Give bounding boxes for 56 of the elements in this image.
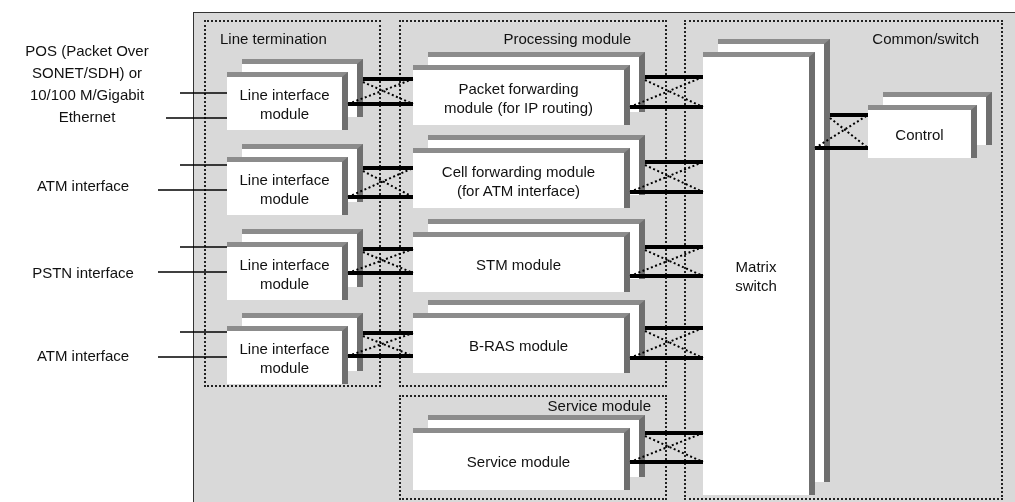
connector-line	[815, 146, 868, 150]
connector-line	[348, 271, 413, 275]
dotted-crossover-line	[644, 249, 704, 277]
connector-line	[348, 195, 413, 199]
dotted-crossover-line	[347, 78, 414, 105]
interface-label: ATM interface	[8, 345, 158, 367]
interface-line	[165, 117, 228, 119]
interface-line	[179, 164, 228, 166]
dotted-crossover-line	[347, 248, 414, 274]
module-group	[204, 20, 381, 387]
connector-line	[630, 274, 703, 278]
interface-label: PSTN interface	[8, 262, 158, 284]
group-title: Line termination	[220, 30, 327, 47]
module-group	[399, 395, 667, 500]
connector-line	[830, 113, 868, 117]
dotted-crossover-line	[347, 332, 414, 357]
connector-line	[363, 247, 413, 251]
connector-line	[645, 245, 703, 249]
connector-line	[645, 326, 703, 330]
group-title: Common/switch	[872, 30, 979, 47]
connector-line	[645, 75, 703, 79]
connector-line	[363, 331, 413, 335]
dotted-crossover-line	[629, 246, 704, 277]
dotted-crossover-line	[644, 164, 704, 193]
dotted-crossover-line	[362, 81, 414, 105]
module-group	[399, 20, 667, 387]
connector-line	[630, 356, 703, 360]
connector-line	[348, 102, 413, 106]
connector-line	[645, 431, 703, 435]
interface-line	[179, 331, 228, 333]
interface-line	[157, 271, 228, 273]
connector-line	[363, 77, 413, 81]
connector-line	[363, 166, 413, 170]
dotted-crossover-line	[629, 432, 704, 463]
interface-label: POS (Packet Over SONET/SDH) or 10/100 M/Gigabit Ethernet	[8, 40, 166, 128]
dotted-crossover-line	[644, 79, 704, 108]
dotted-crossover-line	[829, 117, 869, 149]
dotted-crossover-line	[347, 167, 414, 198]
connector-line	[630, 460, 703, 464]
connector-line	[630, 190, 703, 194]
group-title: Service module	[547, 397, 651, 414]
dotted-crossover-line	[362, 251, 414, 274]
dotted-crossover-line	[362, 335, 414, 357]
connector-line	[630, 105, 703, 109]
dotted-crossover-line	[644, 330, 704, 359]
interface-line	[179, 92, 228, 94]
interface-line	[157, 356, 228, 358]
dotted-crossover-line	[644, 435, 704, 463]
interface-label: ATM interface	[8, 175, 158, 197]
module-group	[684, 20, 1003, 500]
connector-line	[348, 354, 413, 358]
connector-line	[645, 160, 703, 164]
dotted-crossover-line	[814, 114, 869, 149]
group-title: Processing module	[503, 30, 631, 47]
interface-line	[179, 246, 228, 248]
interface-line	[157, 189, 228, 191]
